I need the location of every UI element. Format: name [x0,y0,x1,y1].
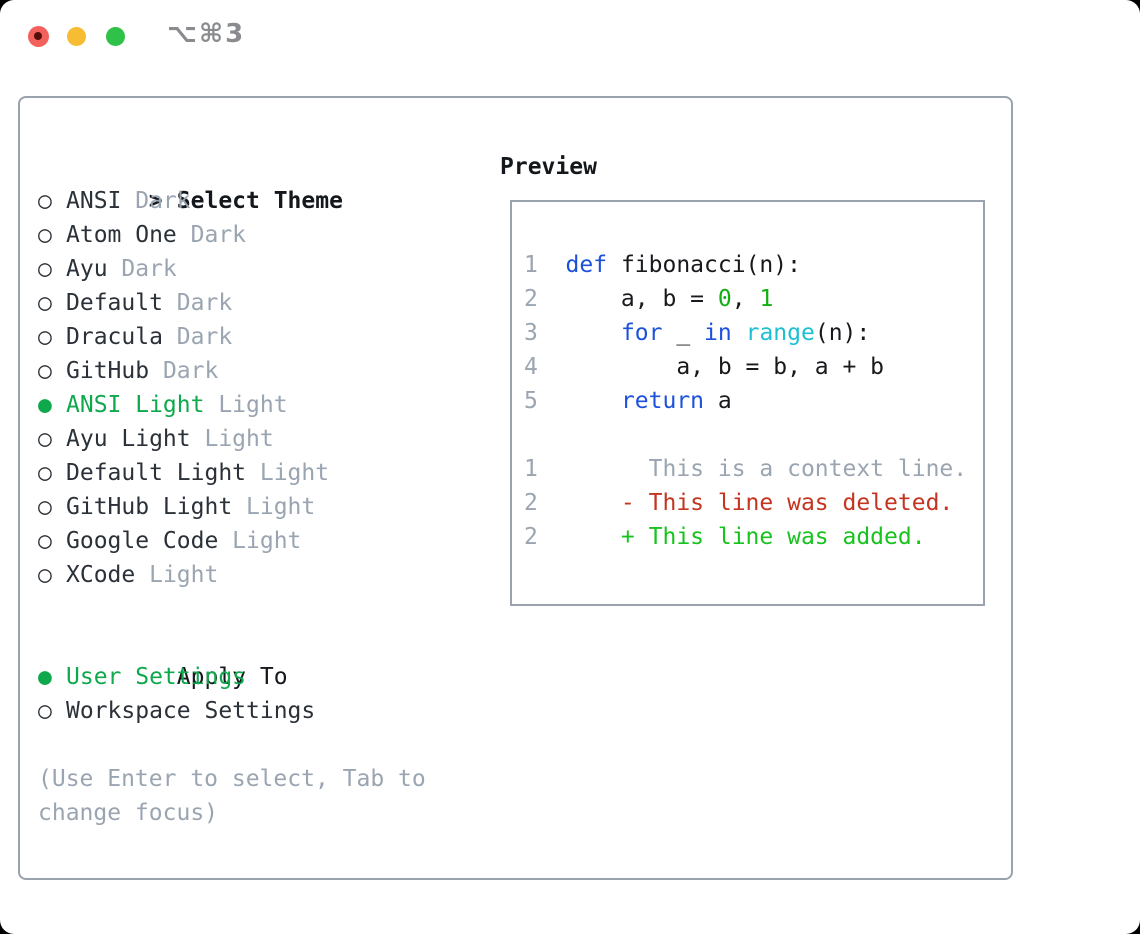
radio-unselected-icon: ○ [38,494,52,520]
hint-text: (Use Enter to select, Tab to change focu… [38,762,426,830]
code-line: 4 a, b = b, a + b [524,354,885,380]
apply-option-label: User Settings [66,664,247,690]
theme-name: ANSI Light [66,392,205,418]
cursor-icon: > [148,188,163,214]
theme-name: Google Code [66,528,219,554]
theme-name: Atom One [66,222,177,248]
theme-name: Ayu Light [66,426,191,452]
radio-unselected-icon: ○ [38,426,52,452]
apply-option-user-settings[interactable]: ● User Settings [38,660,426,694]
theme-option-ayu-light[interactable]: ○ Ayu Light Light [38,422,426,456]
theme-variant-tag: Light [218,392,288,418]
code-line: 3 for _ in range(n): [524,320,871,346]
radio-unselected-icon: ○ [38,528,52,554]
titlebar: ⌥⌘3 [0,0,1140,72]
theme-option-github[interactable]: ○ GitHub Dark [38,354,426,388]
preview-heading: Preview [500,154,597,180]
spacer [38,592,426,626]
code-line: 1 This is a context line. [524,456,968,482]
code-line: 2 + This line was added. [524,524,926,550]
close-button[interactable] [28,26,49,47]
radio-unselected-icon: ○ [38,358,52,384]
apply-option-workspace-settings[interactable]: ○ Workspace Settings [38,694,426,728]
radio-unselected-icon: ○ [38,562,52,588]
theme-name: XCode [66,562,136,588]
code-line: 2 a, b = 0, 1 [524,286,774,312]
theme-option-xcode[interactable]: ○ XCode Light [38,558,426,592]
apply-option-label: Workspace Settings [66,698,316,724]
apply-to-list: ● User Settings ○ Workspace Settings [38,660,426,728]
theme-name: Default [66,290,163,316]
minimize-button[interactable] [67,27,86,46]
radio-unselected-icon: ○ [38,324,52,350]
code-line: 2 - This line was deleted. [524,490,954,516]
code-line: 5 return a [524,388,732,414]
radio-unselected-icon: ○ [38,222,52,248]
theme-name: GitHub [66,358,150,384]
theme-name: ANSI [66,188,122,214]
select-theme-label: Select Theme [176,188,343,214]
spacer [38,728,426,762]
theme-option-github-light[interactable]: ○ GitHub Light Light [38,490,426,524]
theme-variant-tag: Light [204,426,274,452]
select-theme-heading: > Select Theme [38,150,426,214]
theme-option-ansi-light[interactable]: ● ANSI Light Light [38,388,426,422]
radio-unselected-icon: ○ [38,188,52,214]
radio-unselected-icon: ○ [38,460,52,486]
theme-option-ayu[interactable]: ○ Ayu Dark [38,252,426,286]
theme-name: GitHub Light [66,494,233,520]
theme-variant-tag: Dark [176,324,233,350]
theme-variant-tag: Light [259,460,330,486]
theme-variant-tag: Dark [162,358,219,384]
theme-name: Default Light [66,460,247,486]
theme-option-default-light[interactable]: ○ Default Light Light [38,456,426,490]
radio-unselected-icon: ○ [38,698,52,724]
main-panel [18,96,1013,880]
hint-line-1: (Use Enter to select, Tab to [38,766,426,792]
theme-variant-tag: Light [149,562,219,588]
apply-to-heading: Apply To [38,626,426,690]
radio-unselected-icon: ○ [38,256,52,282]
theme-variant-tag: Dark [121,256,177,282]
theme-option-google-code[interactable]: ○ Google Code Light [38,524,426,558]
zoom-button[interactable] [106,27,125,46]
theme-variant-tag: Light [232,528,302,554]
radio-unselected-icon: ○ [38,290,52,316]
preview-box: 1 def fibonacci(n): 2 a, b = 0, 1 3 for _ … [510,200,985,606]
close-focus-dot-icon [34,32,42,40]
theme-option-default[interactable]: ○ Default Dark [38,286,426,320]
theme-variant-tag: Light [246,494,316,520]
theme-name: Ayu [66,256,108,282]
code-line: 1 def fibonacci(n): [524,252,801,278]
theme-name: Dracula [66,324,163,350]
code-blank-line [524,418,971,452]
theme-option-dracula[interactable]: ○ Dracula Dark [38,320,426,354]
window-title: ⌥⌘3 [167,19,246,49]
radio-selected-icon: ● [38,392,52,418]
radio-selected-icon: ● [38,664,52,690]
theme-variant-tag: Dark [135,188,191,214]
theme-variant-tag: Dark [190,222,247,248]
theme-option-atom-one[interactable]: ○ Atom One Dark [38,218,426,252]
theme-variant-tag: Dark [176,290,233,316]
apply-to-label: Apply To [176,664,288,690]
theme-option-ansi[interactable]: ○ ANSI Dark [38,184,426,218]
hint-line-2: change focus) [38,800,219,826]
